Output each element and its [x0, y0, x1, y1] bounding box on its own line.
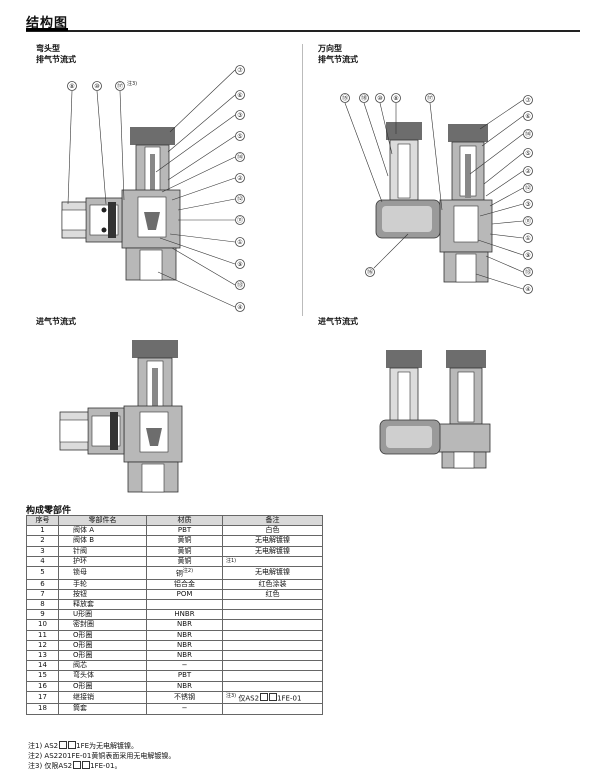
svg-text:④: ④ [237, 304, 242, 311]
section-universal-type: 万向型 [318, 44, 342, 53]
svg-text:⑯: ⑯ [367, 268, 373, 276]
header-note: 备注 [222, 514, 323, 527]
svg-text:③: ③ [237, 112, 242, 119]
parts-table-header-row: 序号 零部件名 材质 备注 [26, 514, 323, 527]
section-inlet-flow-right: 进气节流式 [318, 317, 358, 326]
svg-text:⑫: ⑫ [237, 195, 243, 203]
svg-text:⑰: ⑰ [427, 94, 433, 102]
header-no: 序号 [26, 514, 59, 527]
svg-text:⑪: ⑪ [525, 217, 531, 225]
svg-text:⑥: ⑥ [525, 113, 530, 120]
section-exhaust-flow-right: 排气节流式 [318, 55, 358, 64]
universal-exhaust-drawing: ⑮ ⑱ ⑩ ⑧ ⑰ ⑦ ⑥ ⑭ ⑤ ② ⑫ ③ ⑪ ① ⑨ ⑬ ④ ⑯ [340, 93, 533, 294]
svg-text:③: ③ [525, 201, 530, 208]
svg-text:⑤: ⑤ [237, 133, 242, 140]
elbow-exhaust-drawing: ⑧ ⑩ ⑰ 注3) ⑦ ⑥ ③ ⑤ ⑭ ② ⑫ ⑪ ① ⑨ ⑬ ④ [61, 65, 245, 312]
svg-text:⑫: ⑫ [525, 184, 531, 192]
section-elbow-type: 弯头型 [36, 44, 60, 53]
header-material: 材质 [146, 514, 223, 527]
svg-text:⑥: ⑥ [237, 92, 242, 99]
parts-table-title: 构成零部件 [26, 506, 72, 516]
svg-text:注3): 注3) [127, 80, 137, 87]
svg-text:②: ② [237, 175, 243, 182]
page-title: 结构图 [26, 16, 69, 31]
svg-text:⑭: ⑭ [525, 130, 531, 138]
footnote-2: 注2) AS2201FE-01黄铜表面采用无电解镀镍。 [28, 752, 176, 760]
callouts-universal: ⑮ ⑱ ⑩ ⑧ ⑰ ⑦ ⑥ ⑭ ⑤ ② ⑫ ③ ⑪ ① ⑨ ⑬ ④ ⑯ [340, 93, 533, 294]
svg-text:⑬: ⑬ [525, 268, 531, 276]
universal-inlet-drawing [379, 350, 491, 469]
svg-text:⑭: ⑭ [237, 153, 243, 161]
svg-text:⑮: ⑮ [342, 94, 348, 102]
svg-text:⑰: ⑰ [117, 82, 123, 90]
svg-text:①: ① [525, 235, 530, 242]
title-rule-accent [26, 28, 68, 31]
valve-body-universal [375, 122, 493, 283]
svg-text:⑦: ⑦ [237, 67, 243, 74]
valve-body-elbow [61, 127, 181, 281]
elbow-inlet-drawing [59, 340, 183, 493]
section-inlet-flow-left: 进气节流式 [36, 317, 76, 326]
svg-text:②: ② [525, 168, 531, 175]
callouts-elbow: ⑧ ⑩ ⑰ 注3) ⑦ ⑥ ③ ⑤ ⑭ ② ⑫ ⑪ ① ⑨ ⑬ ④ [67, 65, 245, 312]
svg-text:⑪: ⑪ [237, 216, 243, 224]
valve-body-elbow-inlet [59, 340, 183, 493]
valve-body-universal-inlet [379, 350, 491, 469]
svg-text:⑩: ⑩ [377, 95, 382, 102]
svg-text:⑨: ⑨ [237, 261, 242, 268]
svg-text:⑧: ⑧ [393, 95, 398, 102]
svg-text:⑦: ⑦ [525, 97, 531, 104]
svg-text:⑧: ⑧ [69, 83, 74, 90]
header-name: 零部件名 [58, 514, 147, 527]
svg-text:④: ④ [525, 286, 530, 293]
svg-text:⑩: ⑩ [94, 83, 99, 90]
title-rule [26, 30, 580, 32]
svg-text:⑨: ⑨ [525, 252, 530, 259]
svg-text:⑬: ⑬ [237, 281, 243, 289]
section-exhaust-flow-left: 排气节流式 [36, 55, 76, 64]
svg-text:⑤: ⑤ [525, 150, 530, 157]
column-divider [302, 44, 303, 316]
svg-text:⑱: ⑱ [361, 94, 367, 102]
svg-text:①: ① [237, 239, 242, 246]
